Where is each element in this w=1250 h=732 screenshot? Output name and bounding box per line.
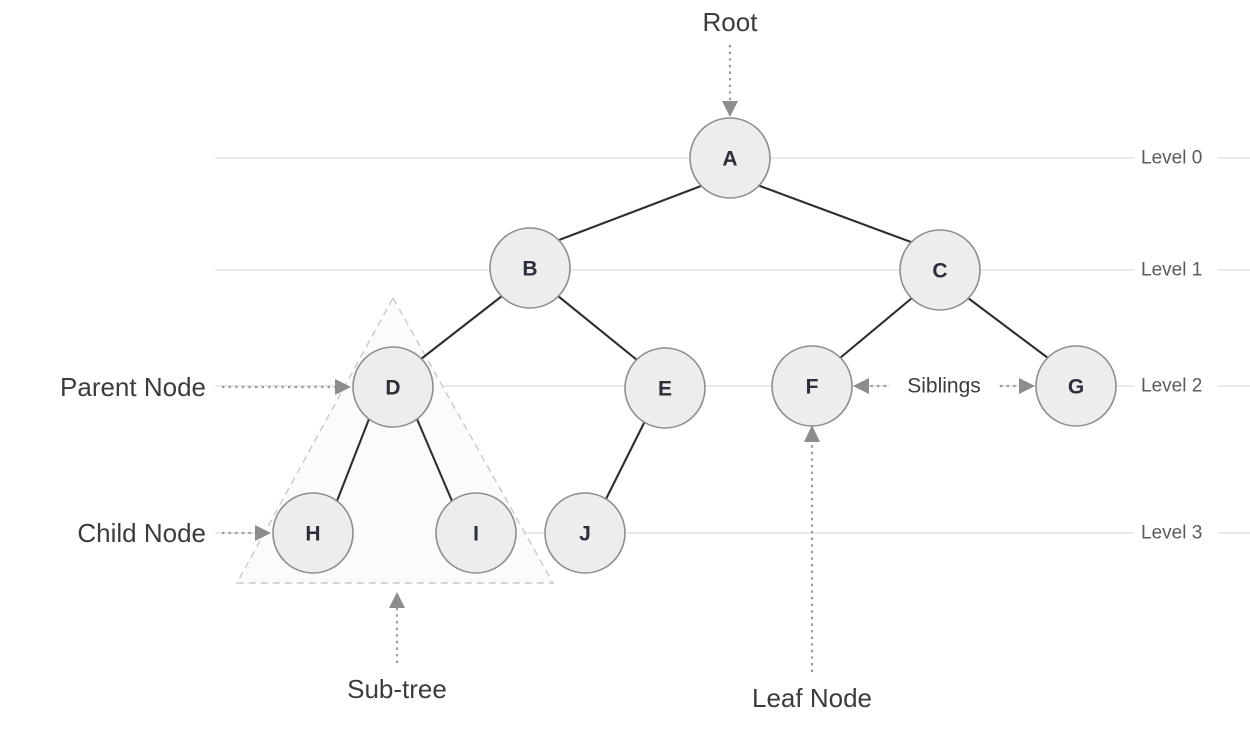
parent-node-label: Parent Node [60, 372, 206, 402]
node-label-g: G [1068, 376, 1084, 399]
edge-a-b [557, 184, 703, 242]
tree-node-a[interactable]: A [689, 117, 771, 199]
node-circle-e[interactable] [624, 347, 706, 429]
node-label-h: H [305, 523, 320, 546]
siblings-label-bg [890, 373, 998, 399]
level-label-0: Level 0 [1141, 148, 1202, 169]
edge-e-j [603, 419, 647, 503]
edge-c-f [838, 296, 914, 360]
leaf-node-arrow-head-icon [804, 425, 820, 442]
node-label-e: E [658, 378, 672, 401]
node-circle-i[interactable] [435, 492, 517, 574]
node-label-b: B [522, 258, 537, 281]
node-label-d: D [385, 377, 400, 400]
tree-node-g[interactable]: G [1035, 345, 1117, 427]
tree-node-j[interactable]: J [544, 492, 626, 574]
edge-d-i [415, 417, 454, 503]
leaf-node-label: Leaf Node [752, 683, 872, 713]
annotation-sub-tree: Sub-tree [347, 592, 447, 704]
root-label: Root [703, 7, 759, 37]
parent-node-arrow-head-icon [335, 379, 351, 395]
node-label-j: J [579, 523, 591, 546]
node-label-c: C [932, 260, 947, 283]
sub-tree-arrow-head-icon [389, 592, 405, 608]
level-label-3: Level 3 [1141, 523, 1202, 544]
level-labels: Level 0 Level 1 Level 2 Level 3 [1134, 146, 1218, 545]
level-label-bg-3 [1134, 521, 1218, 545]
node-circle-d[interactable] [352, 346, 434, 428]
tree-node-f[interactable]: F [771, 345, 853, 427]
tree-node-d[interactable]: D [352, 346, 434, 428]
node-circle-c[interactable] [899, 229, 981, 311]
tree-edges [335, 184, 1050, 503]
edge-c-g [966, 296, 1050, 360]
siblings-label: Siblings [907, 375, 981, 398]
level-label-1: Level 1 [1141, 260, 1202, 281]
annotation-parent-node: Parent Node [60, 372, 351, 402]
tree-node-i[interactable]: I [435, 492, 517, 574]
node-circle-j[interactable] [544, 492, 626, 574]
node-circle-g[interactable] [1035, 345, 1117, 427]
edge-a-c [758, 184, 913, 244]
tree-node-e[interactable]: E [624, 347, 706, 429]
level-label-2: Level 2 [1141, 376, 1202, 397]
annotation-siblings: Siblings [853, 373, 1035, 399]
node-circle-h[interactable] [272, 492, 354, 574]
edge-b-d [419, 294, 504, 361]
tree-node-h[interactable]: H [272, 492, 354, 574]
level-label-bg-0 [1134, 146, 1218, 170]
node-label-i: I [473, 523, 479, 546]
edge-b-e [556, 294, 639, 362]
child-node-arrow-head-icon [255, 525, 271, 541]
sub-tree-label: Sub-tree [347, 674, 447, 704]
child-node-label: Child Node [77, 518, 206, 548]
siblings-arrow-head-right-icon [1019, 378, 1035, 394]
level-label-bg-2 [1134, 374, 1218, 398]
annotation-root: Root [703, 7, 759, 117]
edge-d-h [335, 417, 371, 503]
node-circle-a[interactable] [689, 117, 771, 199]
node-label-f: F [806, 376, 819, 399]
root-arrow-head-icon [722, 101, 738, 117]
level-label-bg-1 [1134, 258, 1218, 282]
node-label-a: A [722, 148, 737, 171]
node-circle-b[interactable] [489, 227, 571, 309]
tree-node-c[interactable]: C [899, 229, 981, 311]
annotation-child-node: Child Node [77, 518, 271, 548]
tree-node-b[interactable]: B [489, 227, 571, 309]
siblings-arrow-head-left-icon [853, 378, 869, 394]
annotation-leaf-node: Leaf Node [752, 425, 872, 713]
